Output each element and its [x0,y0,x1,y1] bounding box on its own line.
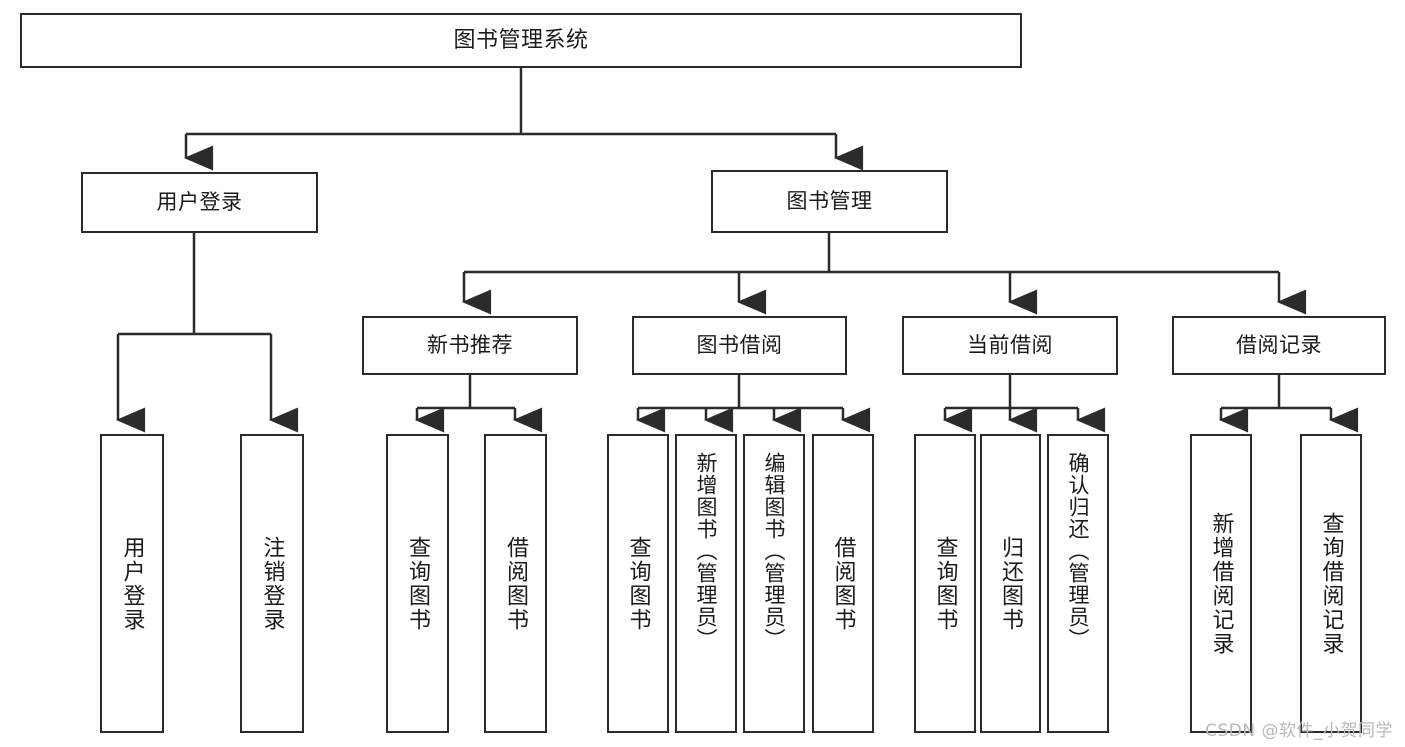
leaf-confirm-return[interactable]: 确认归还（管理员） [1047,434,1109,733]
node-borrow-record-label: 借阅记录 [1236,333,1322,358]
leaf-confirm-return-label: 确认归还（管理员） [1066,452,1091,650]
leaf-logout-login-label: 注销登录 [259,535,285,632]
node-book-manage-label: 图书管理 [786,189,873,214]
node-new-book-recommend-label: 新书推荐 [427,333,513,358]
leaf-query-book-2-label: 查询图书 [625,535,651,632]
node-root-label: 图书管理系统 [453,27,589,53]
leaf-borrow-book-2[interactable]: 借阅图书 [812,434,874,733]
leaf-add-book-label: 新增图书（管理员） [694,452,719,650]
node-root[interactable]: 图书管理系统 [20,13,1022,68]
leaf-query-book-1-label: 查询图书 [405,535,431,632]
leaf-borrow-book-2-label: 借阅图书 [830,535,856,632]
leaf-query-book-2[interactable]: 查询图书 [607,434,669,733]
leaf-borrow-book-1-label: 借阅图书 [503,535,529,632]
leaf-user-login-label: 用户登录 [119,535,145,632]
leaf-borrow-book-1[interactable]: 借阅图书 [484,434,547,733]
leaf-query-book-3[interactable]: 查询图书 [914,434,976,733]
leaf-query-book-1[interactable]: 查询图书 [386,434,449,733]
leaf-query-book-3-label: 查询图书 [932,535,958,632]
node-borrow-record[interactable]: 借阅记录 [1172,316,1386,375]
node-current-borrow-label: 当前借阅 [967,333,1053,358]
node-user-login-label: 用户登录 [156,190,243,215]
leaf-return-book[interactable]: 归还图书 [980,434,1041,733]
leaf-return-book-label: 归还图书 [998,535,1024,632]
leaf-user-login[interactable]: 用户登录 [100,434,164,733]
node-book-borrow[interactable]: 图书借阅 [632,316,847,375]
node-book-manage[interactable]: 图书管理 [711,170,948,233]
leaf-add-record[interactable]: 新增借阅记录 [1190,434,1252,733]
node-user-login[interactable]: 用户登录 [81,172,318,233]
leaf-logout-login[interactable]: 注销登录 [240,434,304,733]
leaf-edit-book-label: 编辑图书（管理员） [762,452,787,650]
leaf-edit-book[interactable]: 编辑图书（管理员） [743,434,805,733]
node-book-borrow-label: 图书借阅 [696,333,783,358]
node-new-book-recommend[interactable]: 新书推荐 [362,316,578,375]
leaf-query-record[interactable]: 查询借阅记录 [1300,434,1362,733]
leaf-query-record-label: 查询借阅记录 [1318,511,1344,656]
leaf-add-book[interactable]: 新增图书（管理员） [675,434,737,733]
node-current-borrow[interactable]: 当前借阅 [902,316,1118,375]
leaf-add-record-label: 新增借阅记录 [1208,511,1234,656]
csdn-watermark: CSDN @软件_小贺同学 [1205,721,1393,741]
